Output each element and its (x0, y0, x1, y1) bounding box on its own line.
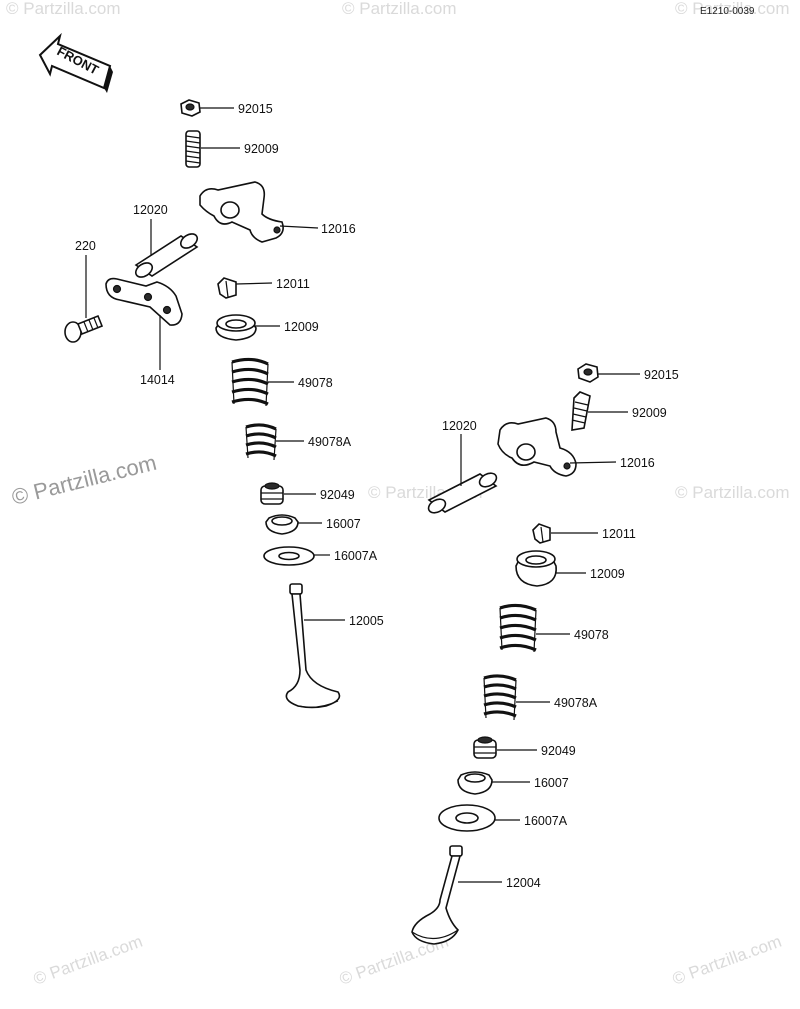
rocker-shaft (134, 233, 199, 278)
valve (411, 845, 463, 945)
adjuster-screw (571, 391, 591, 431)
spring-seat (265, 514, 299, 535)
watermark: © Partzilla.com (670, 932, 784, 989)
part-number-label: 12004 (506, 876, 541, 890)
valve-stem-seal (260, 482, 284, 505)
valve-collet (217, 277, 237, 299)
lock-nut (180, 99, 201, 117)
spring-seat (457, 771, 493, 795)
watermark: © Partzilla.com (342, 0, 457, 18)
front-arrow-icon: FRONT (38, 32, 113, 93)
part-number-label: 49078A (554, 696, 598, 710)
part-number-label: 16007 (326, 517, 361, 531)
part-number-label: 92009 (632, 406, 667, 420)
bolt (64, 314, 104, 343)
part-number-label: 16007A (334, 549, 378, 563)
part-number-label: 12016 (321, 222, 356, 236)
outer-valve-spring (499, 603, 537, 653)
washer (438, 804, 496, 832)
spring-retainer (515, 550, 557, 587)
adjuster-screw (185, 130, 201, 168)
lock-nut (577, 363, 599, 383)
rocker-arm (199, 181, 284, 243)
callouts-left: 92015 92009 12020 12016 220 12011 12009 … (75, 102, 384, 628)
rocker-arm (497, 417, 577, 477)
watermark: © Partzilla.com (675, 0, 790, 18)
part-number-label: 12011 (276, 277, 310, 291)
watermark: © Partzilla.com (6, 0, 121, 18)
inner-valve-spring (245, 423, 277, 461)
spring-retainer (215, 314, 257, 341)
part-number-label: 12009 (590, 567, 625, 581)
watermarks: © Partzilla.com © Partzilla.com © Partzi… (6, 0, 790, 989)
callouts-right: 92015 92009 12020 12016 12011 12009 4907… (442, 368, 679, 890)
washer (263, 546, 315, 566)
part-number-label: 49078 (574, 628, 609, 642)
part-number-label: 16007A (524, 814, 568, 828)
right-valve-assembly: 92015 92009 12020 12016 12011 12009 4907… (411, 363, 679, 945)
part-number-label: 92049 (541, 744, 576, 758)
valve (285, 583, 341, 709)
part-number-label: 49078 (298, 376, 333, 390)
part-number-label: 12009 (284, 320, 319, 334)
left-valve-assembly: 92015 92009 12020 12016 220 12011 12009 … (64, 99, 384, 709)
inner-valve-spring (483, 674, 517, 721)
valve-stem-seal (473, 736, 497, 759)
holder-plate (105, 277, 183, 326)
part-number-label: 12005 (349, 614, 384, 628)
part-number-label: 92049 (320, 488, 355, 502)
part-number-label: 12020 (133, 203, 168, 217)
part-number-label: 92015 (238, 102, 273, 116)
part-number-label: 12011 (602, 527, 636, 541)
reference-code: E1210-0039 (700, 6, 755, 17)
part-number-label: 12016 (620, 456, 655, 470)
part-number-label: 92015 (644, 368, 679, 382)
outer-valve-spring (231, 357, 269, 407)
part-number-label: 92009 (244, 142, 279, 156)
watermark-main: © Partzilla.com (9, 450, 159, 510)
part-number-label: 220 (75, 239, 96, 253)
part-number-label: 14014 (140, 373, 175, 387)
watermark: © Partzilla.com (675, 483, 790, 502)
rocker-shaft (427, 472, 498, 514)
valve-collet (532, 523, 551, 544)
part-number-label: 12020 (442, 419, 477, 433)
part-number-label: 16007 (534, 776, 569, 790)
watermark: © Partzilla.com (31, 932, 145, 989)
part-number-label: 49078A (308, 435, 352, 449)
